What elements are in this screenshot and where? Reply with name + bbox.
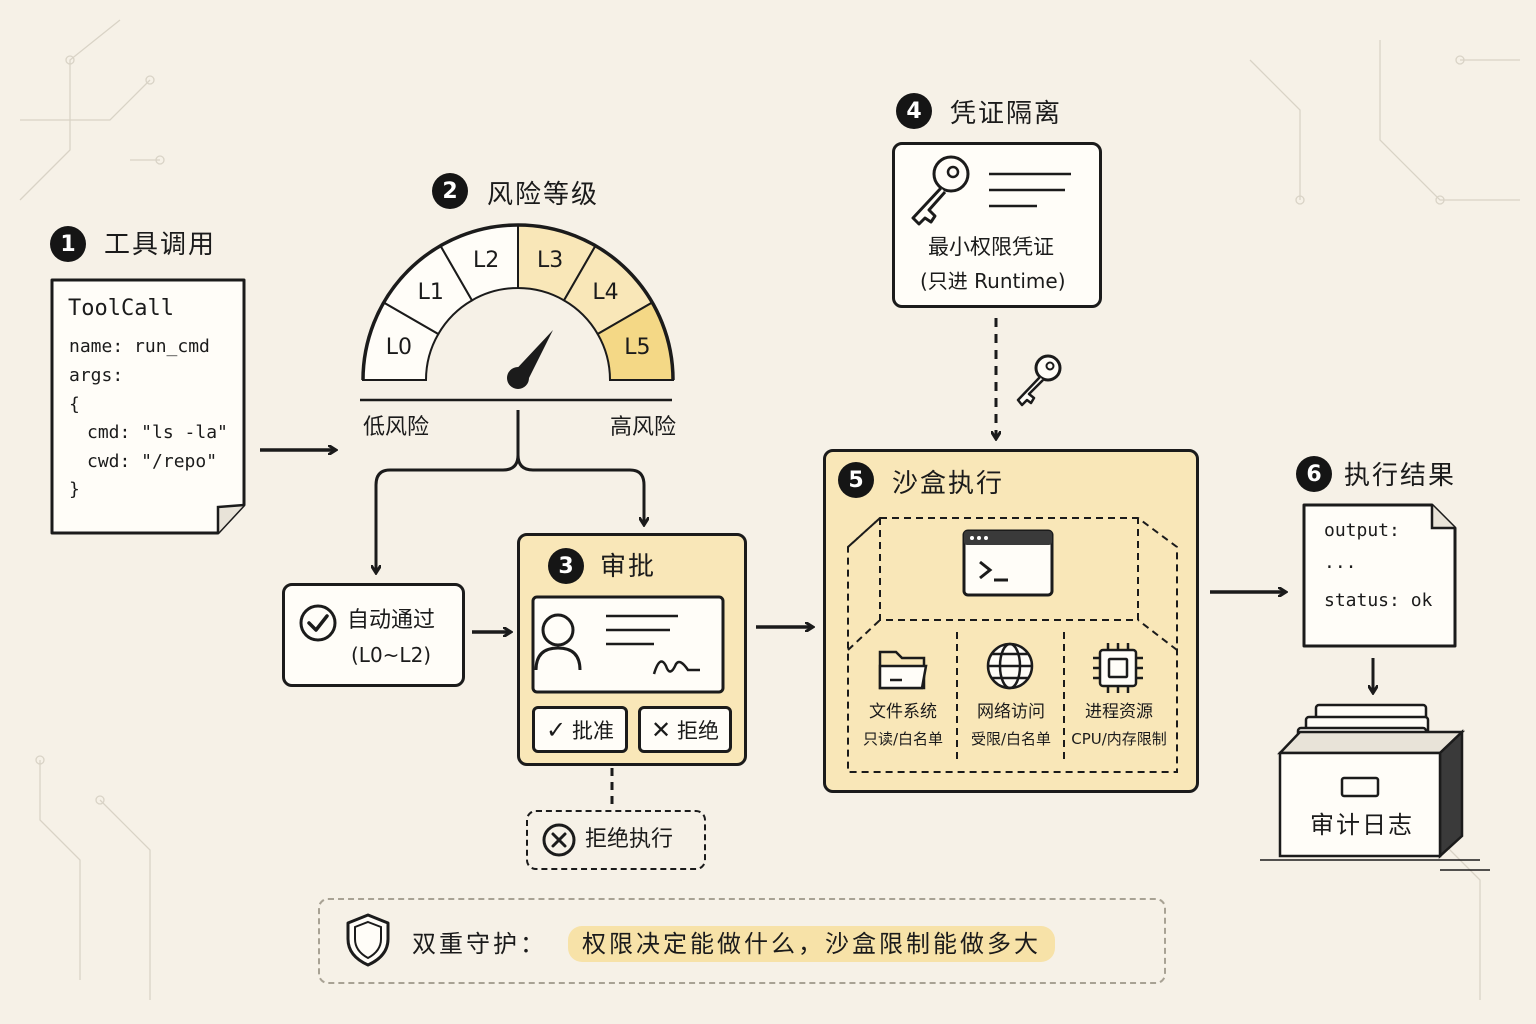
step-6-badge: 6: [1296, 456, 1332, 492]
toolcall-open-brace: {: [69, 394, 80, 415]
auto-pass-label: 自动通过: [347, 608, 436, 633]
gauge-level-label: L1: [417, 279, 444, 305]
auto-pass-range: (L0~L2): [351, 643, 432, 667]
reject-exec-box: [526, 810, 706, 870]
sandbox-resource-rule: 只读/白名单: [862, 730, 944, 748]
small-key-icon: [1016, 354, 1062, 407]
gauge-level-label: L3: [536, 247, 564, 273]
x-icon: ✕: [650, 715, 672, 744]
toolcall-args-line: args:: [69, 365, 124, 386]
reject-label: 拒绝: [677, 718, 720, 743]
high-risk-label: 高风险: [610, 415, 677, 440]
check-circle-icon: [299, 604, 337, 642]
low-risk-label: 低风险: [363, 415, 430, 440]
step-1-title: 工具调用: [104, 230, 217, 260]
gauge-hub: [507, 367, 529, 389]
sandbox-resource-name: 文件系统: [869, 702, 937, 722]
auto-pass-box: [282, 583, 465, 687]
toolcall-heading: ToolCall: [68, 296, 174, 321]
toolcall-name-line: name: run_cmd: [69, 336, 210, 357]
key-icon: [911, 155, 1071, 226]
sandbox-resource-rule: CPU/内存限制: [1071, 730, 1167, 748]
approve-label: 批准: [572, 718, 615, 743]
reject-exec-label: 拒绝执行: [585, 827, 674, 852]
sandbox-resource-name: 网络访问: [977, 702, 1045, 722]
step-4-badge: 4: [896, 93, 932, 129]
sandbox-resource-rule: 受限/白名单: [970, 730, 1052, 748]
toolcall-close-brace: }: [69, 479, 80, 500]
footer-highlight: 权限决定能做什么，沙盒限制能做多大: [568, 926, 1055, 962]
gauge-outline: [361, 223, 675, 381]
step-3-title: 审批: [600, 552, 657, 582]
step-4-title: 凭证隔离: [950, 99, 1063, 129]
gauge-level-label: L2: [473, 247, 500, 273]
audit-log-label: 审计日志: [1310, 811, 1414, 839]
sandbox-resource-name: 进程资源: [1085, 702, 1153, 722]
toolcall-cwd-line: cwd: "/repo": [87, 451, 218, 472]
step-2-badge: 2: [432, 173, 468, 209]
gauge-level-label: L4: [592, 279, 619, 305]
result-output-line: output:: [1324, 520, 1400, 541]
gauge-level-label: L0: [385, 335, 412, 361]
footer-prefix: 双重守护：: [412, 930, 547, 958]
step-5-badge: 5: [838, 462, 874, 498]
gauge-level-label: L5: [624, 335, 651, 361]
step-2-title: 风险等级: [487, 180, 600, 210]
step-5-title: 沙盒执行: [892, 469, 1005, 499]
archive-box-icon: [1260, 703, 1490, 871]
check-icon: ✓: [545, 715, 567, 744]
result-status-line: status: ok: [1324, 590, 1433, 611]
toolcall-cmd-line: cmd: "ls -la": [87, 422, 228, 443]
result-card: [1302, 503, 1457, 648]
shield-icon: [346, 913, 390, 967]
risk-gauge: [361, 223, 675, 389]
result-ellipsis-line: ...: [1324, 552, 1357, 573]
credential-card: [892, 142, 1102, 308]
step-6-title: 执行结果: [1344, 461, 1457, 491]
id-card-icon: [531, 595, 725, 694]
credential-line-1: 最小权限凭证: [928, 235, 1054, 259]
credential-line-2: (只进 Runtime): [920, 269, 1066, 293]
x-circle-icon: [542, 823, 576, 857]
footer-box: [318, 898, 1166, 984]
approve-button[interactable]: ✓ 批准: [532, 706, 628, 753]
step-3-badge: 3: [548, 548, 584, 584]
reject-button[interactable]: ✕ 拒绝: [638, 706, 732, 753]
step-1-badge: 1: [50, 226, 86, 262]
